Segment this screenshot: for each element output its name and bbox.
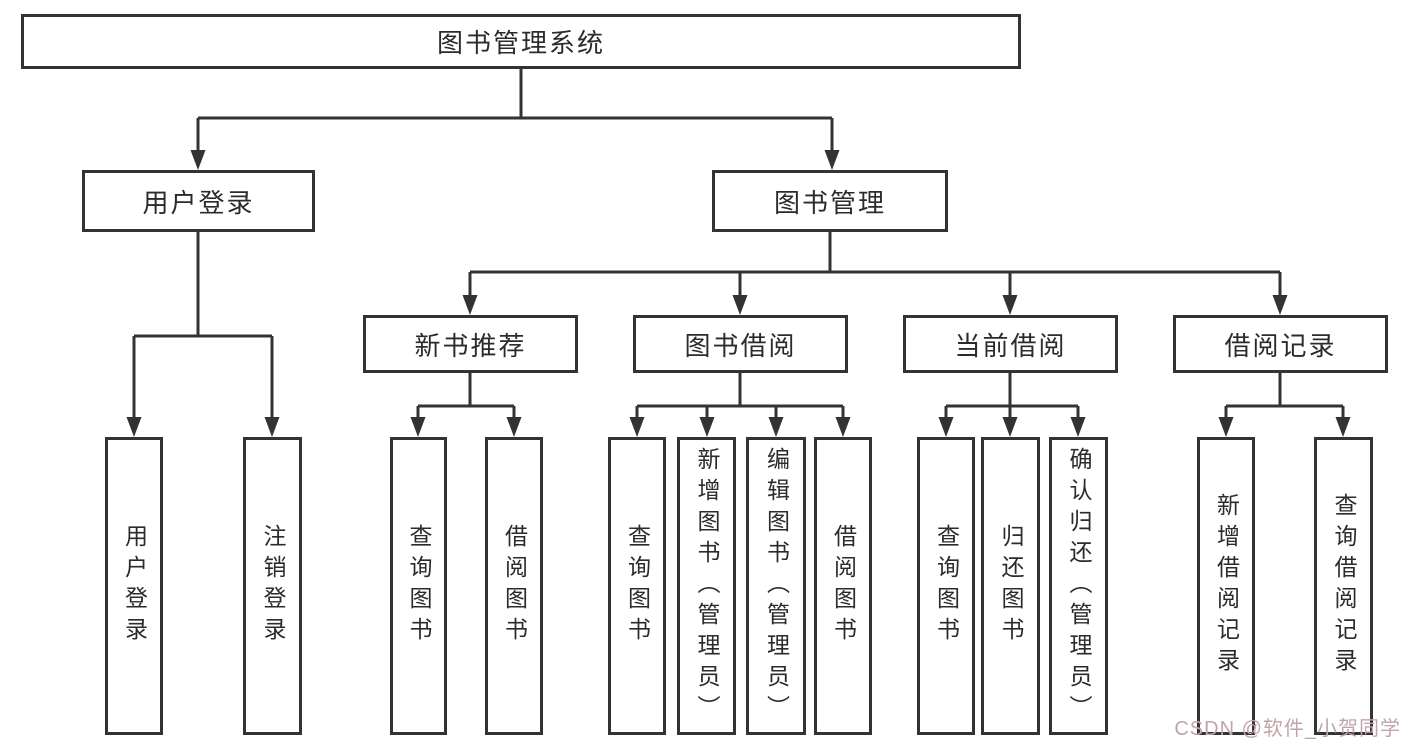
leaf-br-add-record-label: 新增借阅记录 xyxy=(1213,493,1240,679)
node-borrow-records-label: 借阅记录 xyxy=(1224,330,1337,361)
node-user-login-label: 用户登录 xyxy=(142,187,255,218)
leaf-bb-query-books-label: 查询图书 xyxy=(624,524,651,648)
leaf-cb-confirm-return-admin: 确认归还（管理员） xyxy=(1049,437,1108,735)
leaf-cb-query-books: 查询图书 xyxy=(917,437,975,735)
watermark: CSDN @软件_小贺同学 xyxy=(1174,718,1401,740)
leaf-bb-edit-books-admin-label: 编辑图书（管理员） xyxy=(763,446,790,726)
leaf-cb-query-books-label: 查询图书 xyxy=(933,524,960,648)
leaf-bb-edit-books-admin: 编辑图书（管理员） xyxy=(746,437,806,735)
leaf-bb-borrow-books: 借阅图书 xyxy=(814,437,872,735)
leaf-cb-confirm-return-admin-label: 确认归还（管理员） xyxy=(1066,446,1092,726)
leaf-nbr-query-books-label: 查询图书 xyxy=(406,524,432,648)
leaf-nbr-borrow-books: 借阅图书 xyxy=(485,437,543,735)
node-root: 图书管理系统 xyxy=(21,14,1021,69)
node-borrow-records: 借阅记录 xyxy=(1173,315,1388,373)
node-root-label: 图书管理系统 xyxy=(436,28,605,58)
leaf-cb-return-books: 归还图书 xyxy=(981,437,1040,735)
node-current-borrow: 当前借阅 xyxy=(903,315,1118,373)
leaf-user-login-label: 用户登录 xyxy=(121,524,148,648)
leaf-bb-add-books-admin-label: 新增图书（管理员） xyxy=(694,446,720,726)
leaf-nbr-query-books: 查询图书 xyxy=(390,437,447,735)
leaf-cb-return-books-label: 归还图书 xyxy=(998,524,1024,648)
node-book-borrow-label: 图书借阅 xyxy=(684,330,797,361)
arrowheads xyxy=(126,150,1351,437)
leaf-bb-add-books-admin: 新增图书（管理员） xyxy=(677,437,736,735)
node-new-book-rec-label: 新书推荐 xyxy=(414,330,527,361)
node-book-borrow: 图书借阅 xyxy=(633,315,848,373)
node-book-mgmt: 图书管理 xyxy=(712,170,948,232)
leaf-user-login: 用户登录 xyxy=(105,437,163,735)
leaf-logout: 注销登录 xyxy=(243,437,302,735)
leaf-nbr-borrow-books-label: 借阅图书 xyxy=(501,524,528,648)
leaf-br-query-record-label: 查询借阅记录 xyxy=(1331,493,1357,679)
node-user-login: 用户登录 xyxy=(82,170,315,232)
leaf-br-add-record: 新增借阅记录 xyxy=(1197,437,1255,735)
node-current-borrow-label: 当前借阅 xyxy=(954,330,1067,361)
leaf-br-query-record: 查询借阅记录 xyxy=(1314,437,1373,735)
node-new-book-rec: 新书推荐 xyxy=(363,315,578,373)
leaf-bb-borrow-books-label: 借阅图书 xyxy=(830,524,857,648)
leaf-logout-label: 注销登录 xyxy=(260,524,286,648)
node-book-mgmt-label: 图书管理 xyxy=(773,187,886,218)
leaf-bb-query-books: 查询图书 xyxy=(608,437,666,735)
